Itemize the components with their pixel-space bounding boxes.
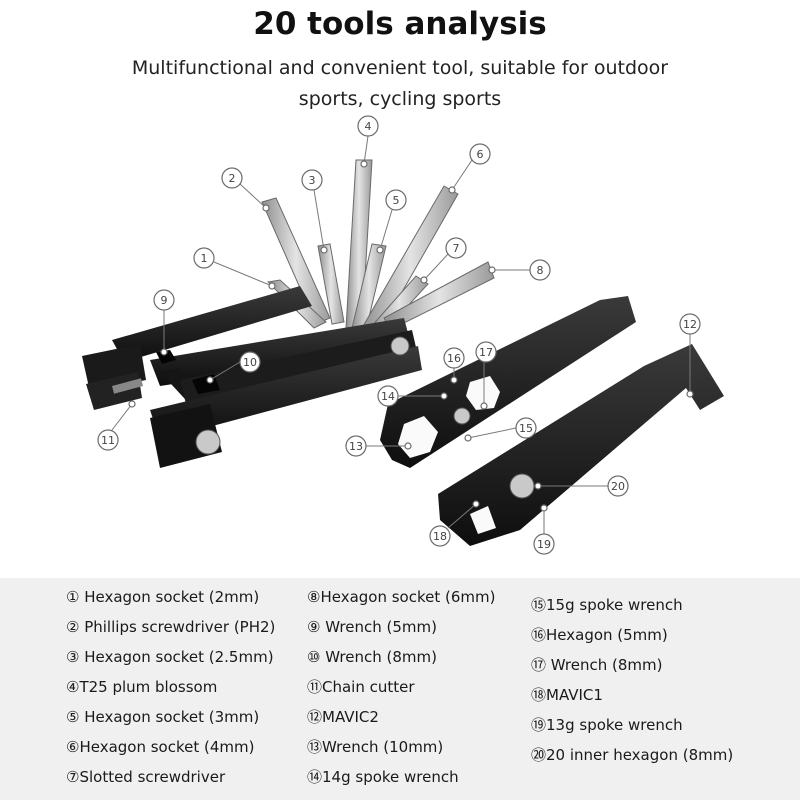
legend-item: ⑥Hexagon socket (4mm) xyxy=(66,738,255,756)
legend-item: ⑧Hexagon socket (6mm) xyxy=(307,588,496,606)
callout-3: 3 xyxy=(301,169,328,254)
svg-text:20: 20 xyxy=(611,480,625,493)
callout-2: 2 xyxy=(221,167,270,212)
legend-item: ⑦Slotted screwdriver xyxy=(66,768,226,786)
svg-text:9: 9 xyxy=(161,294,168,307)
legend-item: ⑯Hexagon (5mm) xyxy=(531,626,668,644)
svg-text:8: 8 xyxy=(537,264,544,277)
callout-6: 6 xyxy=(448,143,491,194)
svg-text:7: 7 xyxy=(453,242,460,255)
svg-text:18: 18 xyxy=(433,530,447,543)
svg-text:3: 3 xyxy=(309,174,316,187)
legend-item: ⑬Wrench (10mm) xyxy=(307,738,444,756)
callout-17: 17 xyxy=(475,341,497,410)
svg-text:2: 2 xyxy=(229,172,236,185)
callout-13: 13 xyxy=(345,435,412,457)
svg-text:5: 5 xyxy=(393,194,400,207)
legend-item: ③ Hexagon socket (2.5mm) xyxy=(66,648,274,666)
svg-text:6: 6 xyxy=(477,148,484,161)
callout-20: 20 xyxy=(534,475,629,497)
svg-text:1: 1 xyxy=(201,252,208,265)
callout-5: 5 xyxy=(376,189,407,254)
legend-item: ⑭14g spoke wrench xyxy=(307,768,459,786)
legend-item: ⑱MAVIC1 xyxy=(531,686,603,704)
legend-item: ⑳20 inner hexagon (8mm) xyxy=(531,746,734,764)
legend-item: ⑤ Hexagon socket (3mm) xyxy=(66,708,260,726)
callout-14: 14 xyxy=(377,385,448,407)
legend-column-3: ⑮15g spoke wrench ⑯Hexagon (5mm) ⑰ Wrenc… xyxy=(531,590,733,770)
legend-column-1: ① Hexagon socket (2mm) ② Phillips screwd… xyxy=(66,582,275,792)
svg-text:11: 11 xyxy=(101,434,115,447)
callout-11: 11 xyxy=(97,400,136,451)
callout-8: 8 xyxy=(488,259,551,281)
product-illustration: 1 2 3 4 5 6 7 8 9 10 11 12 xyxy=(82,115,724,555)
svg-text:10: 10 xyxy=(243,356,257,369)
bit-3 xyxy=(317,243,345,325)
legend-item: ① Hexagon socket (2mm) xyxy=(66,588,260,606)
page-title: 20 tools analysis xyxy=(253,6,547,42)
legend-item: ⑨ Wrench (5mm) xyxy=(307,618,437,636)
callout-16: 16 xyxy=(443,347,465,384)
callout-10: 10 xyxy=(206,351,261,384)
bit-2 xyxy=(261,197,331,325)
svg-text:16: 16 xyxy=(447,352,461,365)
svg-text:13: 13 xyxy=(349,440,363,453)
spoke-wrench-lower xyxy=(438,344,724,546)
svg-text:12: 12 xyxy=(683,318,697,331)
callout-19: 19 xyxy=(533,504,555,555)
multitool-frame xyxy=(82,286,422,468)
svg-text:14: 14 xyxy=(381,390,395,403)
callout-12: 12 xyxy=(679,313,701,398)
callout-9: 9 xyxy=(153,289,175,356)
legend-column-2: ⑧Hexagon socket (6mm) ⑨ Wrench (5mm) ⑩ W… xyxy=(307,582,495,792)
callout-1: 1 xyxy=(193,247,276,290)
legend-item: ⑪Chain cutter xyxy=(307,678,415,696)
page-subtitle: Multifunctional and convenient tool, sui… xyxy=(131,57,669,110)
legend-item: ④T25 plum blossom xyxy=(66,678,218,696)
callout-15: 15 xyxy=(464,417,537,442)
svg-text:4: 4 xyxy=(365,120,372,133)
legend-item: ⑰ Wrench (8mm) xyxy=(531,656,663,674)
legend-item: ⑲13g spoke wrench xyxy=(531,716,683,734)
legend-item: ⑫MAVIC2 xyxy=(307,708,379,726)
callout-18: 18 xyxy=(429,500,480,547)
legend-item: ⑮15g spoke wrench xyxy=(531,596,683,614)
callout-7: 7 xyxy=(420,237,467,284)
svg-text:15: 15 xyxy=(519,422,533,435)
callout-4: 4 xyxy=(357,115,379,168)
legend-item: ② Phillips screwdriver (PH2) xyxy=(66,618,276,636)
svg-text:19: 19 xyxy=(537,538,551,551)
svg-text:17: 17 xyxy=(479,346,493,359)
legend-item: ⑩ Wrench (8mm) xyxy=(307,648,437,666)
legend-panel xyxy=(0,578,800,800)
